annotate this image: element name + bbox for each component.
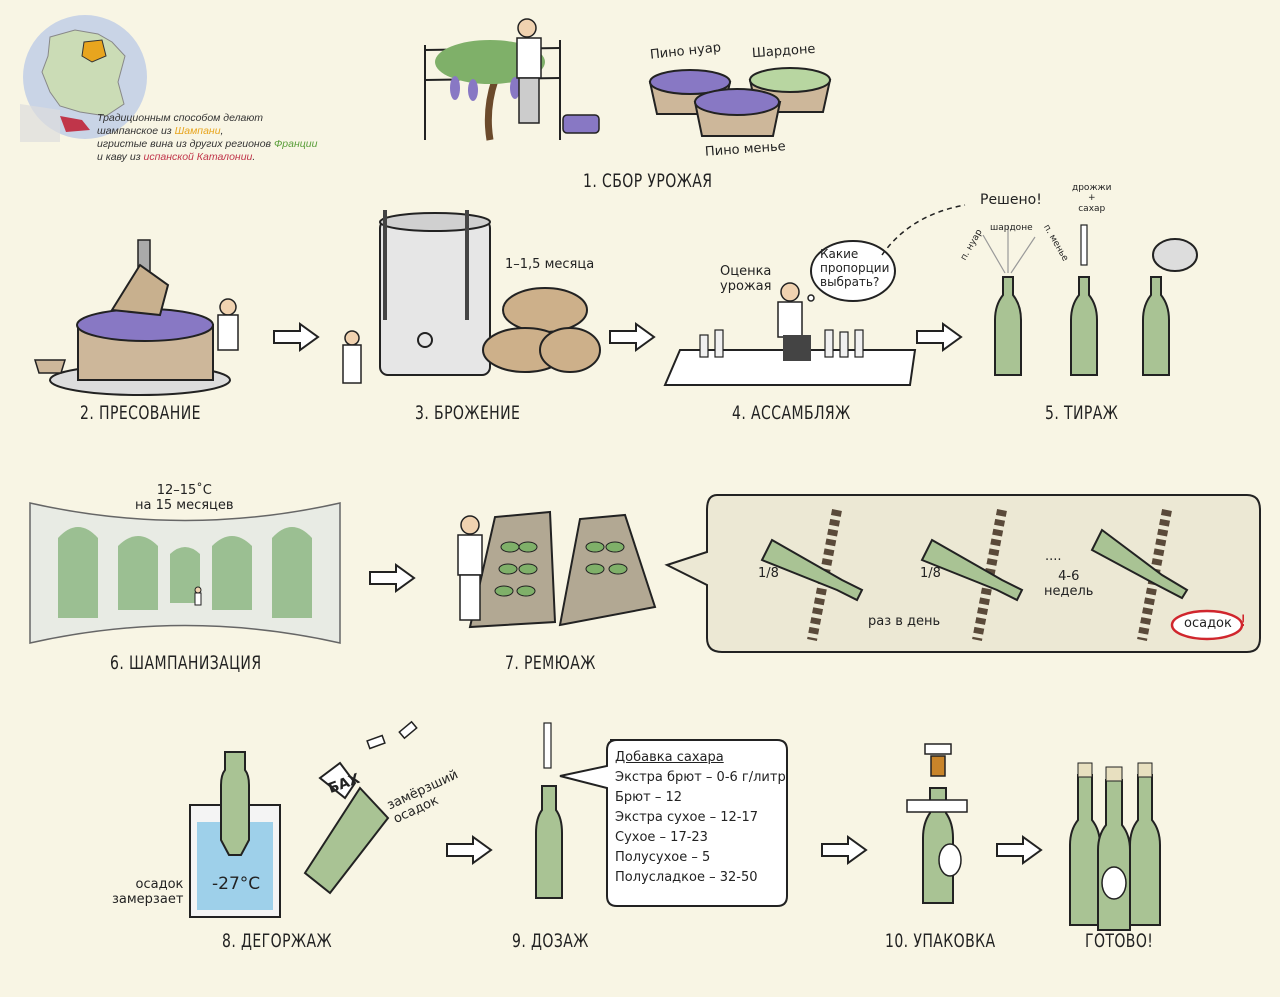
grape-baskets-illustration bbox=[648, 67, 832, 137]
remuage-detail-bubble bbox=[664, 494, 1261, 653]
tirage-bottles-illustration bbox=[982, 224, 1198, 376]
thought-bubble-icon bbox=[807, 240, 896, 302]
packaging-bottle-illustration bbox=[906, 743, 968, 904]
arrow-icon bbox=[996, 835, 1043, 865]
sugar-callout-bubble bbox=[559, 739, 788, 907]
step-8-title: 8. ДЕГОРЖАЖ bbox=[222, 930, 332, 952]
step-4-title: 4. АССАМБЛЯЖ bbox=[732, 402, 851, 424]
arrow-icon bbox=[609, 322, 656, 352]
sugar-level: Брют – 12 bbox=[615, 790, 682, 805]
sugar-title: Добавка сахара bbox=[615, 750, 724, 765]
wine-press-illustration bbox=[33, 239, 239, 396]
ellipsis-dots: .... bbox=[1045, 549, 1062, 564]
freezing-bath-illustration bbox=[189, 751, 281, 918]
step-9-title: 9. ДОЗАЖ bbox=[512, 930, 589, 952]
sugar-level: Полусладкое – 32-50 bbox=[615, 870, 758, 885]
turn-fraction-1: 1/8 bbox=[758, 566, 779, 581]
fermentation-duration: 1–1,5 месяца bbox=[505, 257, 595, 272]
tirage-label-chardonnay: шардоне bbox=[990, 223, 1033, 233]
riddling-racks-illustration bbox=[457, 510, 657, 629]
step-1-title: 1. СБОР УРОЖАЯ bbox=[583, 170, 713, 192]
step-5-title: 5. ТИРАЖ bbox=[1045, 402, 1119, 424]
step-10-title: 10. УПАКОВКА bbox=[885, 930, 996, 952]
yeast-sugar-label: дрожжи+сахар bbox=[1072, 183, 1112, 214]
step-3-title: 3. БРОЖЕНИЕ bbox=[415, 402, 521, 424]
vineyard-illustration bbox=[424, 18, 600, 141]
dosage-bottle-illustration bbox=[535, 722, 563, 899]
frequency-label: раз в день bbox=[868, 614, 941, 629]
sugar-level: Экстра сухое – 12-17 bbox=[615, 810, 759, 825]
arrow-icon bbox=[273, 322, 320, 352]
sugar-addition-panel: Добавка сахара Экстра брют – 0-6 г/литр … bbox=[615, 748, 786, 888]
map-note: Традиционным способом делают шампанское … bbox=[97, 112, 318, 163]
turn-fraction-2: 1/8 bbox=[920, 566, 941, 581]
fermentation-tank-illustration bbox=[342, 210, 601, 384]
dashed-arrow-icon bbox=[881, 204, 966, 256]
sugar-level: Полусухое – 5 bbox=[615, 850, 711, 865]
arrow-icon bbox=[446, 835, 493, 865]
sugar-level: Экстра брют – 0-6 г/литр bbox=[615, 770, 786, 785]
step-7-title: 7. РЕМЮАЖ bbox=[505, 652, 596, 674]
arrow-icon bbox=[916, 322, 963, 352]
freeze-temp: -27°C bbox=[212, 874, 261, 894]
finished-bottles-illustration bbox=[1069, 762, 1161, 931]
assemblage-table-illustration bbox=[663, 282, 917, 386]
step-6-title: 6. ШАМПАНИЗАЦИЯ bbox=[110, 652, 262, 674]
popping-bottle-illustration bbox=[303, 720, 418, 895]
sediment-label: осадок bbox=[1184, 616, 1232, 631]
cellar-illustration bbox=[29, 502, 341, 644]
sediment-exclaim: ! bbox=[1240, 611, 1247, 630]
step-2-title: 2. ПРЕСОВАНИЕ bbox=[80, 402, 201, 424]
done-title: ГОТОВО! bbox=[1085, 930, 1154, 952]
sugar-level: Сухое – 17-23 bbox=[615, 830, 708, 845]
france-map-icon bbox=[20, 15, 147, 142]
arrow-icon bbox=[369, 563, 416, 593]
decided-label: Решено! bbox=[980, 192, 1042, 208]
arrow-icon bbox=[821, 835, 868, 865]
